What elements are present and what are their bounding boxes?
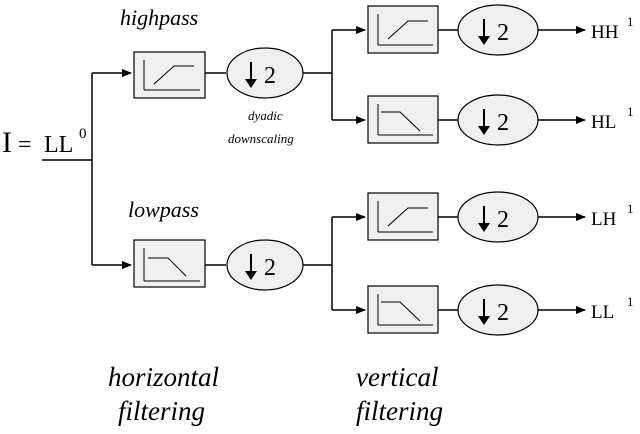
output-superscript: 1 [627,14,634,29]
down-arrow-icon [478,19,490,45]
caption-horizontal-filtering: filtering [118,396,205,426]
output-name: LL [591,302,614,323]
input-label: I = LL 0 [2,126,87,159]
downsample-factor: 2 [264,63,276,89]
output-superscript: 1 [627,294,634,309]
stage2-connectors [303,26,586,314]
output-lh: LH 1 [591,201,634,230]
output-ll: LL 1 [591,294,634,323]
downsampler-lowpass: 2 [226,239,304,291]
stage2-highpass-filter-hh [367,5,439,54]
caption-vertical-filtering: filtering [356,396,443,426]
stage2-downsampler-lh: 2 [457,191,539,243]
stage2-lowpass-filter-ll [367,285,439,334]
lowpass-response-icon [143,248,200,282]
input-symbol: I [2,126,12,159]
output-superscript: 1 [627,104,634,119]
stage2-lowpass-filter-hl [367,95,439,144]
highpass-filter-box [133,51,206,99]
lowpass-filter-box [133,239,206,288]
highpass-label: highpass [120,5,198,30]
down-arrow-icon [478,109,490,135]
highpass-response-icon [143,60,200,91]
stage2-downsampler-ll: 2 [457,284,539,336]
output-name: LH [591,209,617,230]
input-name: LL [44,132,73,158]
down-arrow-icon [478,299,490,325]
stage2-downsampler-hh: 2 [457,4,539,56]
input-equals: = [18,132,32,158]
downsample-factor: 2 [497,110,509,136]
highpass-response-icon [377,201,433,233]
lowpass-response-icon [377,294,433,326]
downsample-factor: 2 [264,255,276,281]
output-name: HL [591,112,616,133]
stage2-downsampler-hl: 2 [457,94,539,146]
stage1-connectors [91,69,226,269]
output-hl: HL 1 [591,104,634,133]
down-arrow-icon [245,254,257,280]
output-superscript: 1 [627,201,634,216]
input-superscript: 0 [79,126,87,142]
downsample-factor: 2 [497,207,509,233]
lowpass-response-icon [377,104,433,136]
lowpass-label: lowpass [128,197,199,222]
stage2-highpass-filter-lh [367,192,439,241]
output-hh: HH 1 [591,14,634,43]
downsample-factor: 2 [497,300,509,326]
downscaling-label: downscaling [228,131,294,146]
downsample-factor: 2 [497,20,509,46]
highpass-response-icon [377,14,433,46]
down-arrow-icon [245,62,257,88]
output-name: HH [591,22,619,43]
down-arrow-icon [478,206,490,232]
caption-horizontal: horizontal [108,362,219,392]
downsampler-highpass: 2 [226,47,304,99]
dyadic-label: dyadic [248,108,283,123]
caption-vertical: vertical [356,362,438,392]
